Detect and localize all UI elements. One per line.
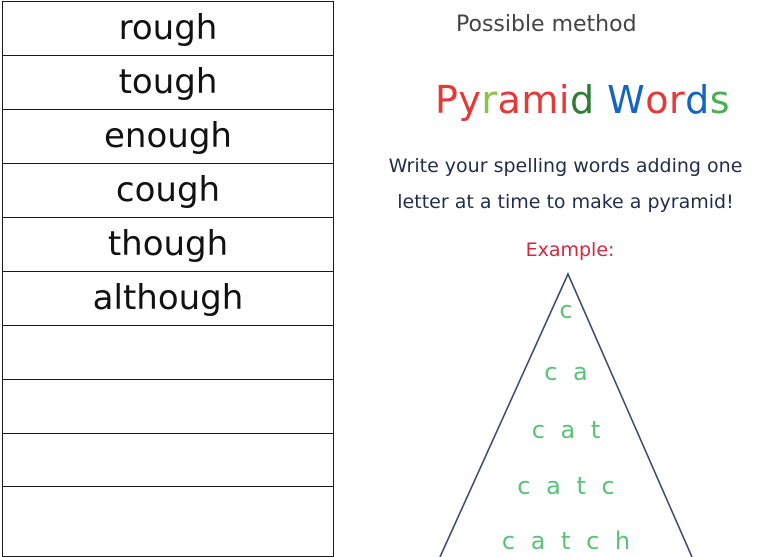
empty-word-cell[interactable] [2,324,334,380]
method-caption: Possible method [456,12,637,37]
table-row [2,324,334,380]
title-letter: P [435,78,459,122]
pyramid-row: c a t c [517,472,618,500]
title-letter: r [481,78,498,122]
empty-word-cell[interactable] [2,378,334,434]
table-row [2,378,334,434]
title-letter: a [497,78,522,122]
word-cell[interactable]: though [2,216,334,272]
title-letter: s [709,78,731,122]
table-row: tough [2,54,334,110]
table-row: cough [2,162,334,218]
example-label: Example: [525,239,615,261]
spelling-word-table: rough tough enough cough though although [2,1,334,557]
title-letter: d [685,78,710,122]
word-cell[interactable]: tough [2,54,334,110]
table-row: rough [2,1,334,56]
pyramid-outline [439,272,693,557]
word-cell[interactable]: enough [2,108,334,164]
title-letter: d [569,78,595,122]
empty-word-cell[interactable] [2,432,334,488]
empty-word-cell[interactable] [2,486,334,557]
pyramid-words-title: Pyramid Words [435,78,730,122]
table-row: although [2,270,334,326]
title-letter: m [521,78,559,122]
word-cell[interactable]: rough [2,1,334,56]
table-row: enough [2,108,334,164]
word-cell[interactable]: cough [2,162,334,218]
table-row: though [2,216,334,272]
pyramid-row: c a t [532,416,605,444]
pyramid-row: c a [544,358,592,386]
title-letter: W [607,78,646,122]
title-letter: r [668,78,686,122]
instructions-line: Write your spelling words adding one [388,155,743,177]
title-letter: o [645,78,669,122]
example-pyramid: c c a c a t c a t c c a t c h [439,272,693,557]
title-letter: i [558,78,570,122]
title-letter [595,78,608,122]
table-row [2,486,334,557]
word-cell[interactable]: although [2,270,334,326]
instructions-line: letter at a time to make a pyramid! [397,191,734,213]
title-letter: y [458,78,482,122]
table-row [2,432,334,488]
pyramid-instructions: Write your spelling words adding one let… [363,148,768,220]
pyramid-row: c [559,296,576,324]
pyramid-row: c a t c h [502,527,634,555]
